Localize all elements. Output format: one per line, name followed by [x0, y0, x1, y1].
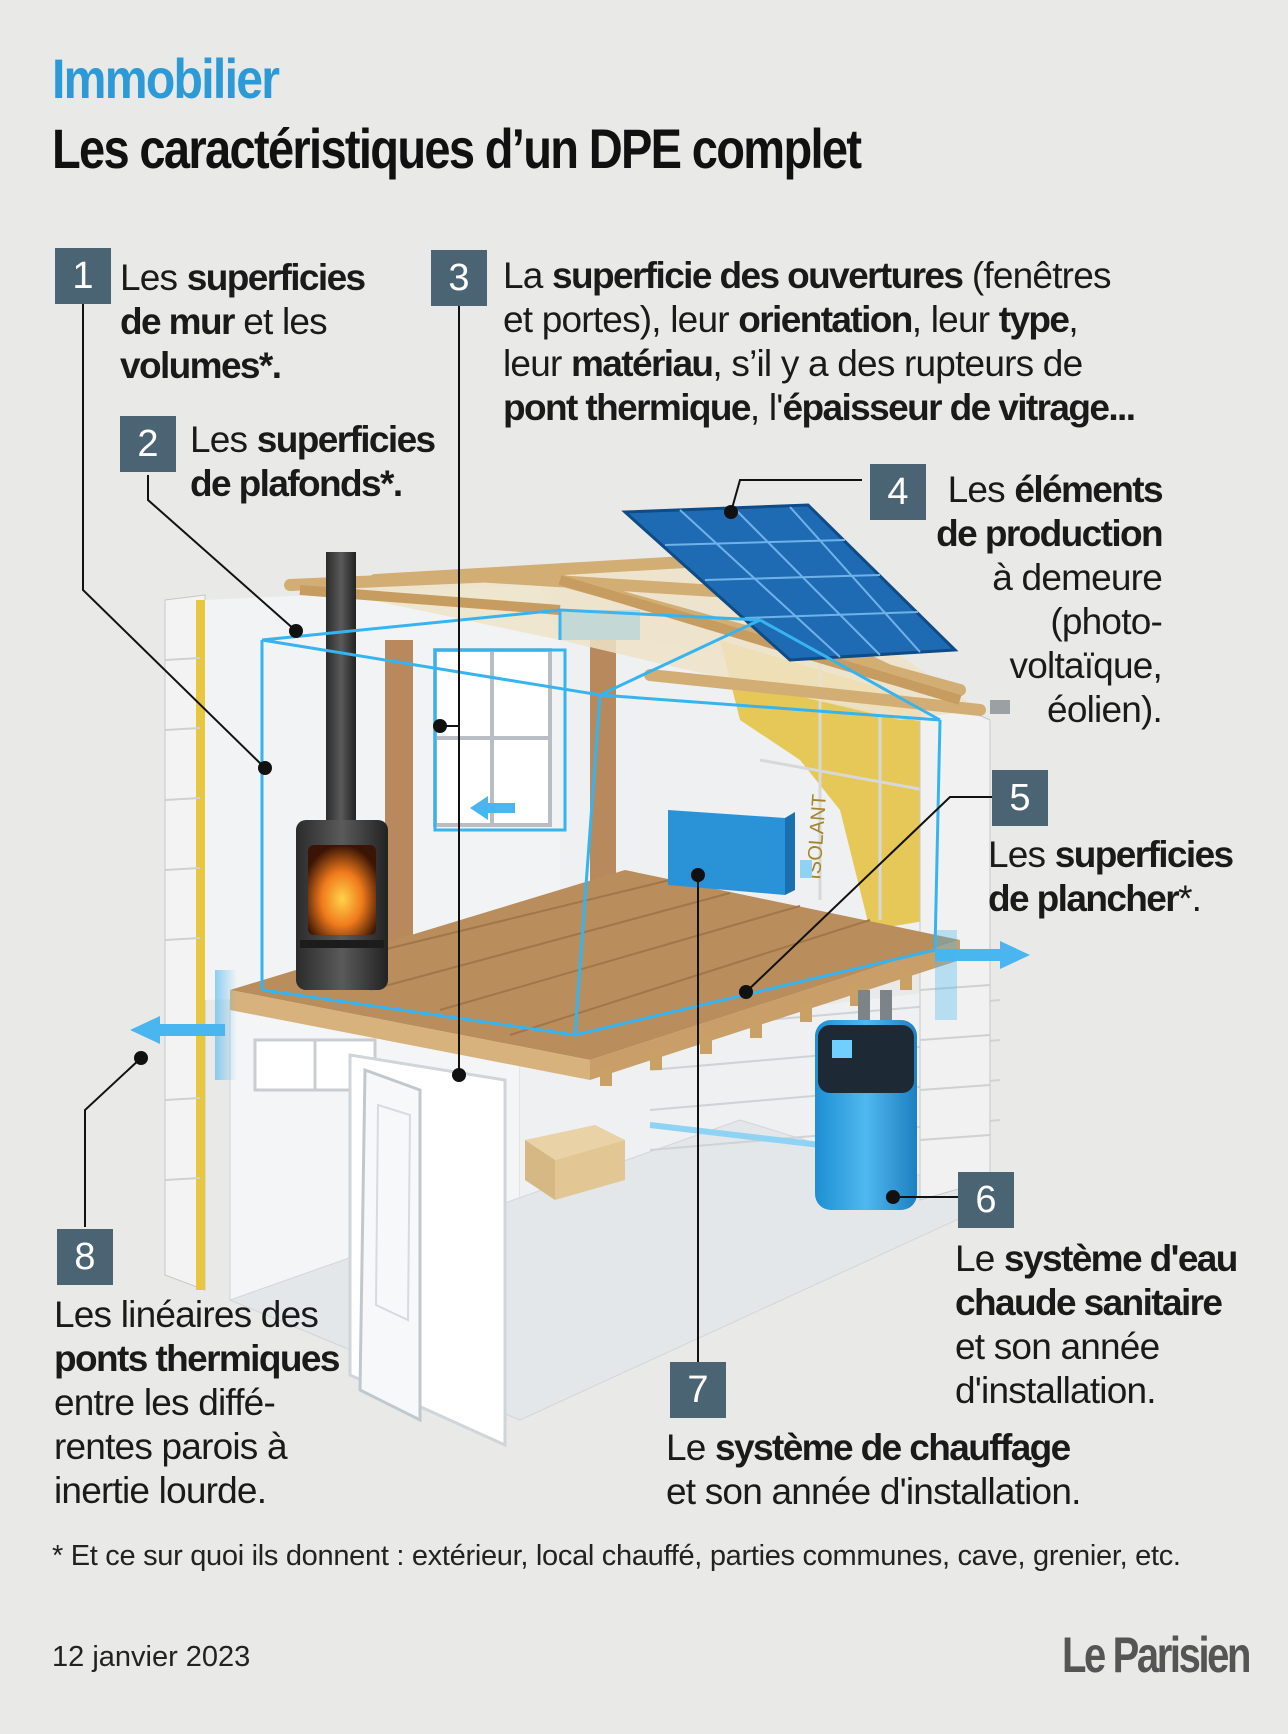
callout-6-number: 6 — [958, 1172, 1014, 1228]
callout-2-text: Les superficies de plafonds*. — [190, 419, 436, 504]
water-heater-tank — [815, 990, 917, 1210]
callout-1-number: 1 — [55, 248, 111, 304]
callout-8-text: Les linéaires des ponts thermiques entre… — [54, 1294, 340, 1511]
callout-1-text: Les superficies de mur et les volumes*. — [120, 257, 366, 386]
callout-dots — [134, 505, 900, 1204]
door — [348, 1053, 507, 1448]
callout-3-text: La superficie des ouvertures (fenêtres e… — [503, 255, 1136, 428]
wood-stove — [296, 552, 388, 990]
left-outer-wall — [164, 594, 206, 1291]
section-kicker: Immobilier — [52, 47, 280, 110]
footnote: * Et ce sur quoi ils donnent : extérieur… — [52, 1540, 1181, 1572]
callout-5-number: 5 — [992, 770, 1048, 826]
brand-logo: Le Parisien — [1062, 1627, 1251, 1683]
callout-5-text: Les superficies de plancher*. — [988, 834, 1234, 919]
radiator — [668, 810, 812, 895]
callout-3-number: 3 — [431, 250, 487, 306]
callout-7-number: 7 — [670, 1362, 726, 1418]
callout-6-text: Le système d'eau chaude sanitaire et son… — [955, 1238, 1238, 1411]
callout-2-number: 2 — [120, 416, 176, 472]
solar-panel — [621, 503, 959, 662]
callout-4-number: 4 — [870, 464, 926, 520]
callout-7-text: Le système de chauffage et son année d'i… — [666, 1427, 1081, 1512]
heat-loss-arrows — [130, 610, 1030, 1080]
publication-date: 12 janvier 2023 — [52, 1641, 251, 1673]
room-volume-outline — [260, 608, 942, 1037]
callout-leaders — [82, 301, 996, 1365]
page-title: Les caractéristiques d’un DPE complet — [52, 117, 862, 180]
callout-8-number: 8 — [57, 1229, 113, 1285]
callout-4-text: Les éléments de production à demeure (ph… — [936, 469, 1163, 730]
